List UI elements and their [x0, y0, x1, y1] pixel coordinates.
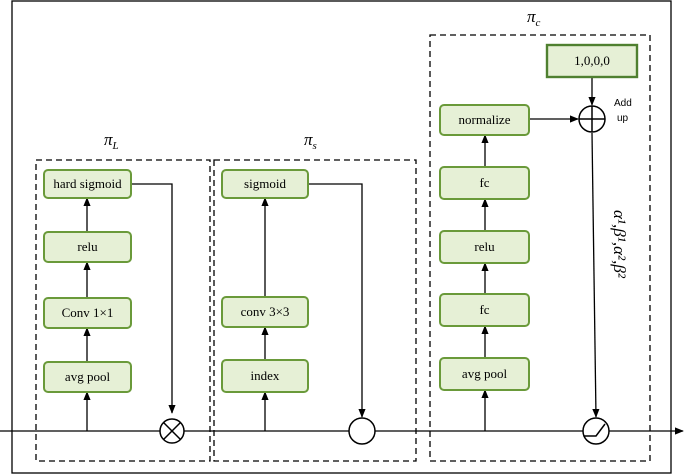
edge-c-add-out — [591, 132, 600, 418]
module-frame-pi-c — [429, 34, 651, 462]
module-frame-pi-l — [35, 159, 211, 462]
module-frame-pi-s — [213, 159, 417, 462]
svg-text:1,0,0,0: 1,0,0,0 — [574, 53, 610, 68]
label-pi-l: πL — [104, 130, 119, 152]
block-relu-l: relu — [43, 231, 132, 263]
block-fc-1: fc — [439, 293, 530, 327]
block-relu-c: relu — [439, 230, 530, 264]
block-conv-1x1: Conv 1×1 — [43, 297, 132, 329]
svg-text:index: index — [251, 368, 280, 383]
block-conv-3x3: conv 3×3 — [221, 296, 309, 328]
label-pi-s: πs — [304, 130, 317, 152]
label-pi-c: πc — [527, 7, 541, 29]
svg-text:hard sigmoid: hard sigmoid — [53, 176, 122, 191]
svg-text:avg pool: avg pool — [462, 366, 508, 381]
block-avg-pool-c: avg pool — [439, 357, 530, 391]
block-constant: 1,0,0,0 — [545, 43, 639, 79]
svg-text:normalize: normalize — [459, 112, 511, 127]
activation-op — [582, 417, 610, 445]
params-label: α¹,β¹,α²,β² — [610, 210, 629, 279]
svg-text:sigmoid: sigmoid — [244, 176, 286, 191]
svg-text:fc: fc — [479, 302, 489, 317]
block-fc-2: fc — [439, 166, 530, 200]
svg-text:avg pool: avg pool — [65, 369, 111, 384]
edge-s-out — [308, 183, 366, 418]
block-avg-pool-l: avg pool — [43, 361, 132, 393]
spatial-op — [348, 417, 376, 445]
block-sigmoid: sigmoid — [221, 169, 309, 199]
multiply-op — [159, 418, 185, 444]
add-op — [578, 105, 606, 133]
block-index: index — [221, 359, 309, 393]
outer-frame — [11, 0, 672, 474]
svg-text:Conv 1×1: Conv 1×1 — [62, 305, 114, 320]
svg-text:conv 3×3: conv 3×3 — [241, 304, 290, 319]
block-normalize: normalize — [439, 104, 530, 136]
svg-text:relu: relu — [474, 239, 495, 254]
svg-text:fc: fc — [479, 175, 489, 190]
block-hard-sigmoid: hard sigmoid — [43, 169, 132, 199]
svg-text:relu: relu — [77, 239, 98, 254]
add-up-label-2: up — [617, 113, 629, 124]
add-up-label-1: Add — [614, 98, 632, 109]
edge-l-out — [130, 183, 176, 414]
